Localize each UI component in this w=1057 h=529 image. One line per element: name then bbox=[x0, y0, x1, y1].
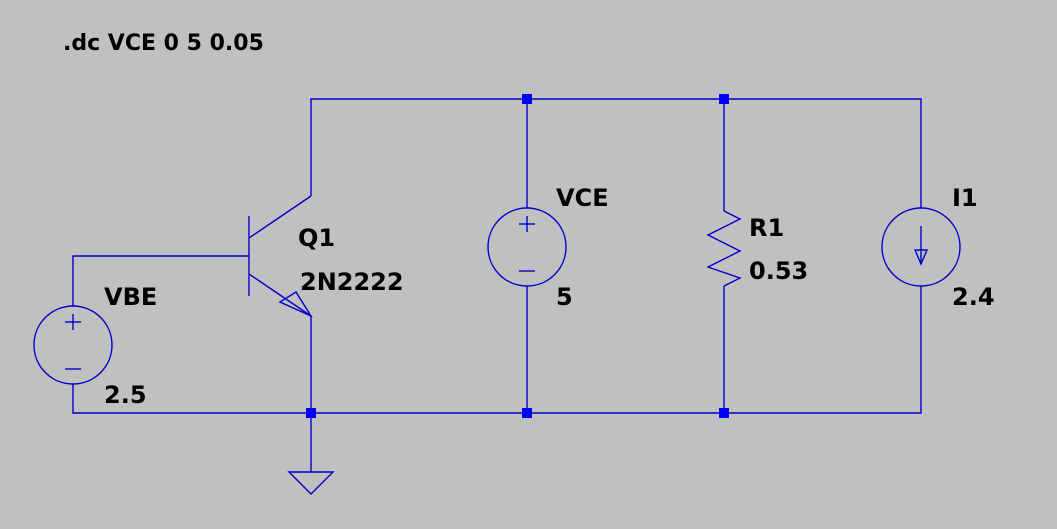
r1-value: 0.53 bbox=[749, 257, 808, 285]
vce-label: VCE bbox=[556, 184, 609, 212]
junctions bbox=[306, 94, 729, 418]
q1-label: Q1 bbox=[298, 224, 335, 252]
junction-dot bbox=[522, 94, 532, 104]
r1-label: R1 bbox=[749, 214, 784, 242]
junction-dot bbox=[306, 408, 316, 418]
resistor-icon[interactable] bbox=[706, 210, 742, 287]
q1-model: 2N2222 bbox=[300, 268, 404, 296]
vbe-source-icon[interactable] bbox=[33, 305, 113, 385]
junction-dot bbox=[522, 408, 532, 418]
wire-top-rail[interactable] bbox=[310, 98, 922, 208]
wire-bottom-rail[interactable] bbox=[72, 286, 922, 414]
vbe-value: 2.5 bbox=[104, 381, 147, 409]
junction-dot bbox=[719, 94, 729, 104]
wires bbox=[72, 98, 922, 472]
npn-transistor-icon[interactable] bbox=[248, 195, 313, 318]
i1-value: 2.4 bbox=[952, 283, 995, 311]
ground-icon[interactable] bbox=[287, 471, 335, 495]
junction-dot bbox=[719, 408, 729, 418]
current-source-icon[interactable] bbox=[881, 207, 961, 287]
vce-value: 5 bbox=[556, 283, 573, 311]
vce-source-icon[interactable] bbox=[487, 207, 567, 287]
spice-directive[interactable]: .dc VCE 0 5 0.05 bbox=[63, 31, 264, 56]
wire-vbe-base[interactable] bbox=[72, 255, 249, 306]
vbe-label: VBE bbox=[104, 283, 157, 311]
i1-label: I1 bbox=[952, 184, 978, 212]
